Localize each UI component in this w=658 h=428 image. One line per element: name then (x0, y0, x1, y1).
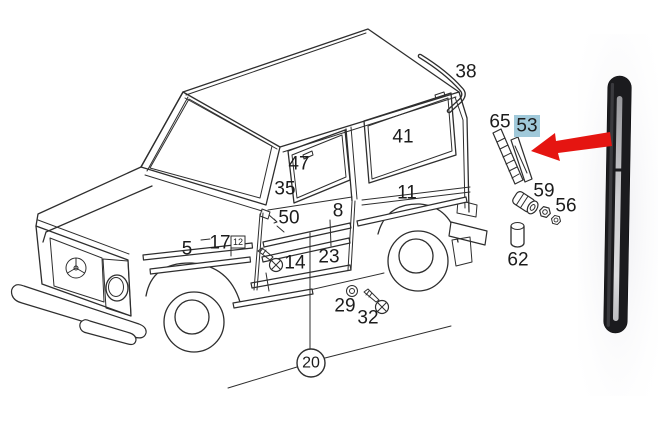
vehicle-line-art (10, 28, 562, 389)
part-label-62: 62 (507, 250, 528, 271)
phillips-screw-icon-2 (363, 288, 390, 315)
highlight-box (514, 115, 540, 137)
part-number-text: 41 (392, 127, 413, 148)
seal-strip-groove (612, 96, 623, 321)
seal-strip-seam (615, 168, 622, 172)
part-number-text: 65 (489, 112, 510, 133)
part-number-text: 62 (507, 250, 528, 271)
red-arrow-icon (531, 132, 612, 161)
part-number-text: 38 (455, 62, 476, 83)
nut-icon-2 (550, 214, 562, 226)
part-number-text: 47 (288, 154, 309, 175)
part-label-56: 56 (555, 196, 576, 217)
quarter-window (363, 91, 457, 184)
product-photo-strip (578, 34, 658, 396)
moulding-strip-53-icon (510, 136, 533, 183)
drip-rail-strip-38 (417, 53, 466, 114)
leader-lines (200, 219, 452, 389)
part-number-text: 35 (274, 179, 295, 200)
clip-icon (259, 208, 278, 224)
hood (35, 166, 153, 255)
mercedes-star-icon (65, 257, 87, 279)
part-label-50: 50 (278, 208, 299, 229)
part-label-41: 41 (392, 127, 413, 148)
rear-body (448, 91, 488, 267)
part-label-32: 32 (357, 308, 378, 329)
headlight (102, 258, 132, 317)
callout-box (230, 235, 246, 249)
part-label-47: 47 (288, 154, 309, 175)
callout-circle (296, 348, 326, 378)
part-number-text: 11 (397, 183, 417, 204)
part-label-29: 29 (334, 296, 355, 317)
seal-strip-sheen (606, 82, 615, 327)
part-label-20: 20 (296, 348, 326, 378)
b-pillar (345, 126, 358, 202)
phillips-screw-icon (257, 247, 284, 273)
sleeve-icon (510, 222, 525, 248)
part-number-text: 17 (209, 233, 230, 254)
part-number-text: 56 (555, 196, 576, 217)
ribbed-strip-65-icon (492, 128, 524, 185)
part-number-text: 20 (302, 355, 320, 372)
part-number-text: 53 (516, 116, 537, 137)
part-number-text: 5 (182, 239, 193, 260)
part-label-5: 5 (182, 239, 193, 260)
part-label-65: 65 (489, 112, 510, 133)
part-number-text: 29 (334, 296, 355, 317)
part-label-35: 35 (274, 179, 295, 200)
part-label-12: 12 (230, 235, 246, 249)
part-label-8: 8 (333, 201, 344, 222)
part-label-23: 23 (318, 247, 339, 268)
washer-icon (346, 285, 358, 297)
side-moulding-strips (142, 186, 471, 309)
part-number-text: 59 (533, 181, 554, 202)
part-label-59: 59 (533, 181, 554, 202)
roof (182, 28, 460, 153)
part-label-11: 11 (397, 183, 417, 204)
part-number-text: 12 (233, 237, 243, 247)
windshield (140, 91, 281, 212)
part-label-14: 14 (284, 253, 306, 274)
part-label-17: 17 (209, 233, 230, 254)
part-label-53: 53 (514, 115, 540, 137)
part-number-text: 23 (318, 247, 339, 268)
part-number-text: 50 (278, 208, 299, 229)
part-number-text: 32 (357, 308, 378, 329)
part-label-38: 38 (455, 62, 476, 83)
spacer-icon (512, 191, 539, 215)
part-number-text: 8 (333, 201, 344, 222)
front-bumper (10, 284, 147, 346)
part-number-text: 14 (284, 253, 306, 274)
nut-icon (539, 206, 551, 218)
